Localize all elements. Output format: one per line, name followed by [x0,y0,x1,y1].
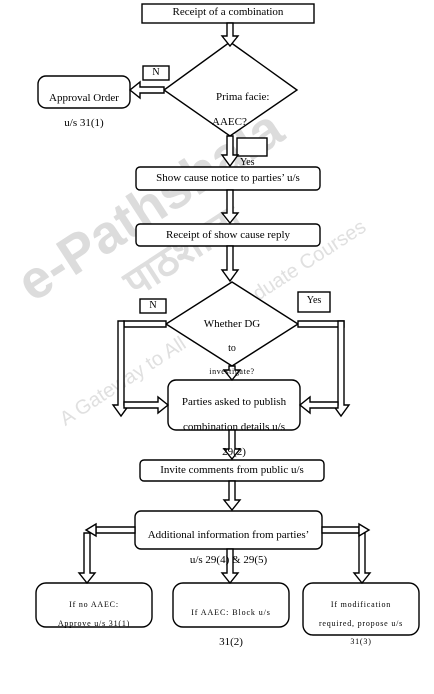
connector-yes-horizontal [297,320,345,328]
arrow-n-down [111,320,131,418]
arrow-dg-to-publish [222,365,242,382]
arrow-n-to-publish [123,395,170,415]
no-aaec-box [35,582,153,628]
approval-order-line2: u/s 31(1) [64,116,104,129]
dg-line2: to [228,342,236,354]
arrow-to-aaec-block [220,548,240,585]
arrowhead-left-branch [84,522,97,538]
additional-info-text: Additional information from parties’ u/s… [135,516,322,579]
arrow-to-receipt-reply [220,189,240,225]
label-box-n1 [142,65,170,81]
prima-facie-text: Prima facie: AAEC? [196,78,300,141]
modification-box [302,582,420,636]
arrow-to-no-aaec [77,532,97,585]
arrow-to-prima-facie [220,22,240,48]
publish-line2: combination details u/s [182,420,286,433]
receipt-reply-text: Receipt of show cause reply [165,229,290,241]
edge-label-n1: N [152,67,160,78]
edge-label-yes1: Yes [240,157,255,168]
prima-facie-line2: AAEC? [212,115,247,128]
arrow-to-dg [220,245,240,283]
no-aaec-line1: If no AAEC: [69,600,119,610]
no-aaec-line2: Approve u/s 31(1) [57,618,131,628]
arrow-to-additional [222,480,242,512]
aaec-block-line1: If AAEC: Block u/s [191,608,271,618]
connector-right-horizontal [321,526,360,534]
aaec-block-text: If AAEC: Block u/s 31(2) [173,590,289,667]
label-box-yes2 [297,291,331,313]
aaec-block-box [172,582,290,628]
approval-order-box [37,75,131,109]
arrow-to-modification [352,532,372,585]
aaec-block-line2: 31(2) [219,635,243,648]
additional-line1: Additional information from parties’ [147,528,310,541]
show-cause-notice-text: Show cause notice to parties’ u/s [156,172,300,184]
connector-n-horizontal [123,320,167,328]
modification-line2: required, propose u/s [318,618,404,628]
arrowhead-right-branch [358,522,371,538]
dg-text: Whether DG to investigate? [182,305,282,389]
modification-line3: 31(3) [350,636,372,646]
dg-line1: Whether DG [203,317,261,330]
publish-text: Parties asked to publish combination det… [168,383,300,471]
publish-line1: Parties asked to publish [181,395,287,408]
arrow-yes-to-publish [298,395,339,415]
approval-order-text: Approval Order u/s 31(1) [38,79,130,142]
edge-label-yes2: Yes [306,295,322,306]
receipt-combination-text: Receipt of a combination [172,6,284,18]
modification-line1: If modification [330,600,392,610]
dg-line3: investigate? [209,367,255,377]
arrow-to-approval-order [128,80,165,100]
arrow-to-show-cause [220,135,240,168]
invite-comments-text: Invite comments from public u/s [160,464,304,476]
arrow-to-invite [222,429,242,461]
prima-facie-line1: Prima facie: [216,90,270,103]
connector-left-horizontal [95,526,136,534]
edge-label-n2: N [149,300,157,311]
label-box-yes1 [236,137,268,157]
approval-order-line1: Approval Order [49,91,119,104]
no-aaec-text: If no AAEC: Approve u/s 31(1) [36,591,152,637]
modification-text: If modification required, propose u/s 31… [303,591,419,655]
additional-line2: u/s 29(4) & 29(5) [189,553,268,566]
publish-line3: 29(2) [222,446,246,459]
label-box-n2 [139,298,167,314]
